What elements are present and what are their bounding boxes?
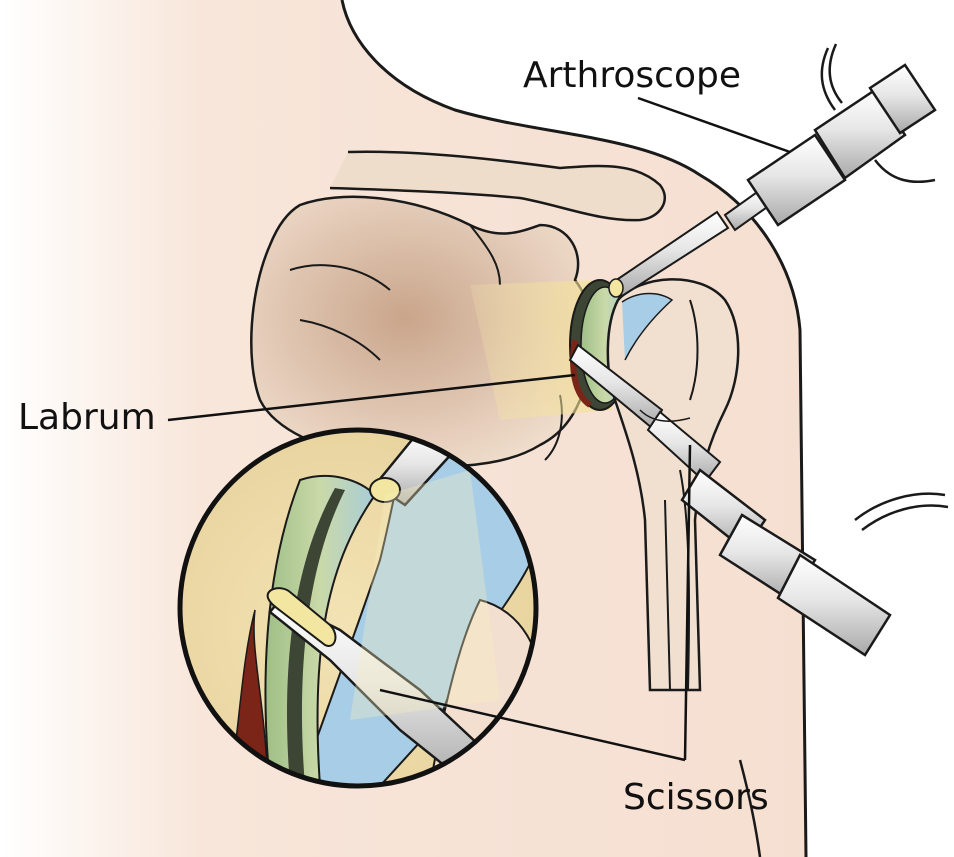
scissors-leader-line-main xyxy=(683,444,692,761)
magnified-inset xyxy=(177,427,539,789)
arthroscope-label: Arthroscope xyxy=(523,55,741,96)
arthroscope-leader-line xyxy=(637,96,791,154)
scissors-label: Scissors xyxy=(623,777,769,818)
labrum-label: Labrum xyxy=(18,397,156,438)
arthroscope-instrument xyxy=(608,43,937,298)
labrum-leader-line xyxy=(167,373,576,422)
scissors-instrument xyxy=(568,343,949,657)
scissors-leader-line-inset xyxy=(379,688,686,762)
clavicle-bone xyxy=(329,150,666,222)
